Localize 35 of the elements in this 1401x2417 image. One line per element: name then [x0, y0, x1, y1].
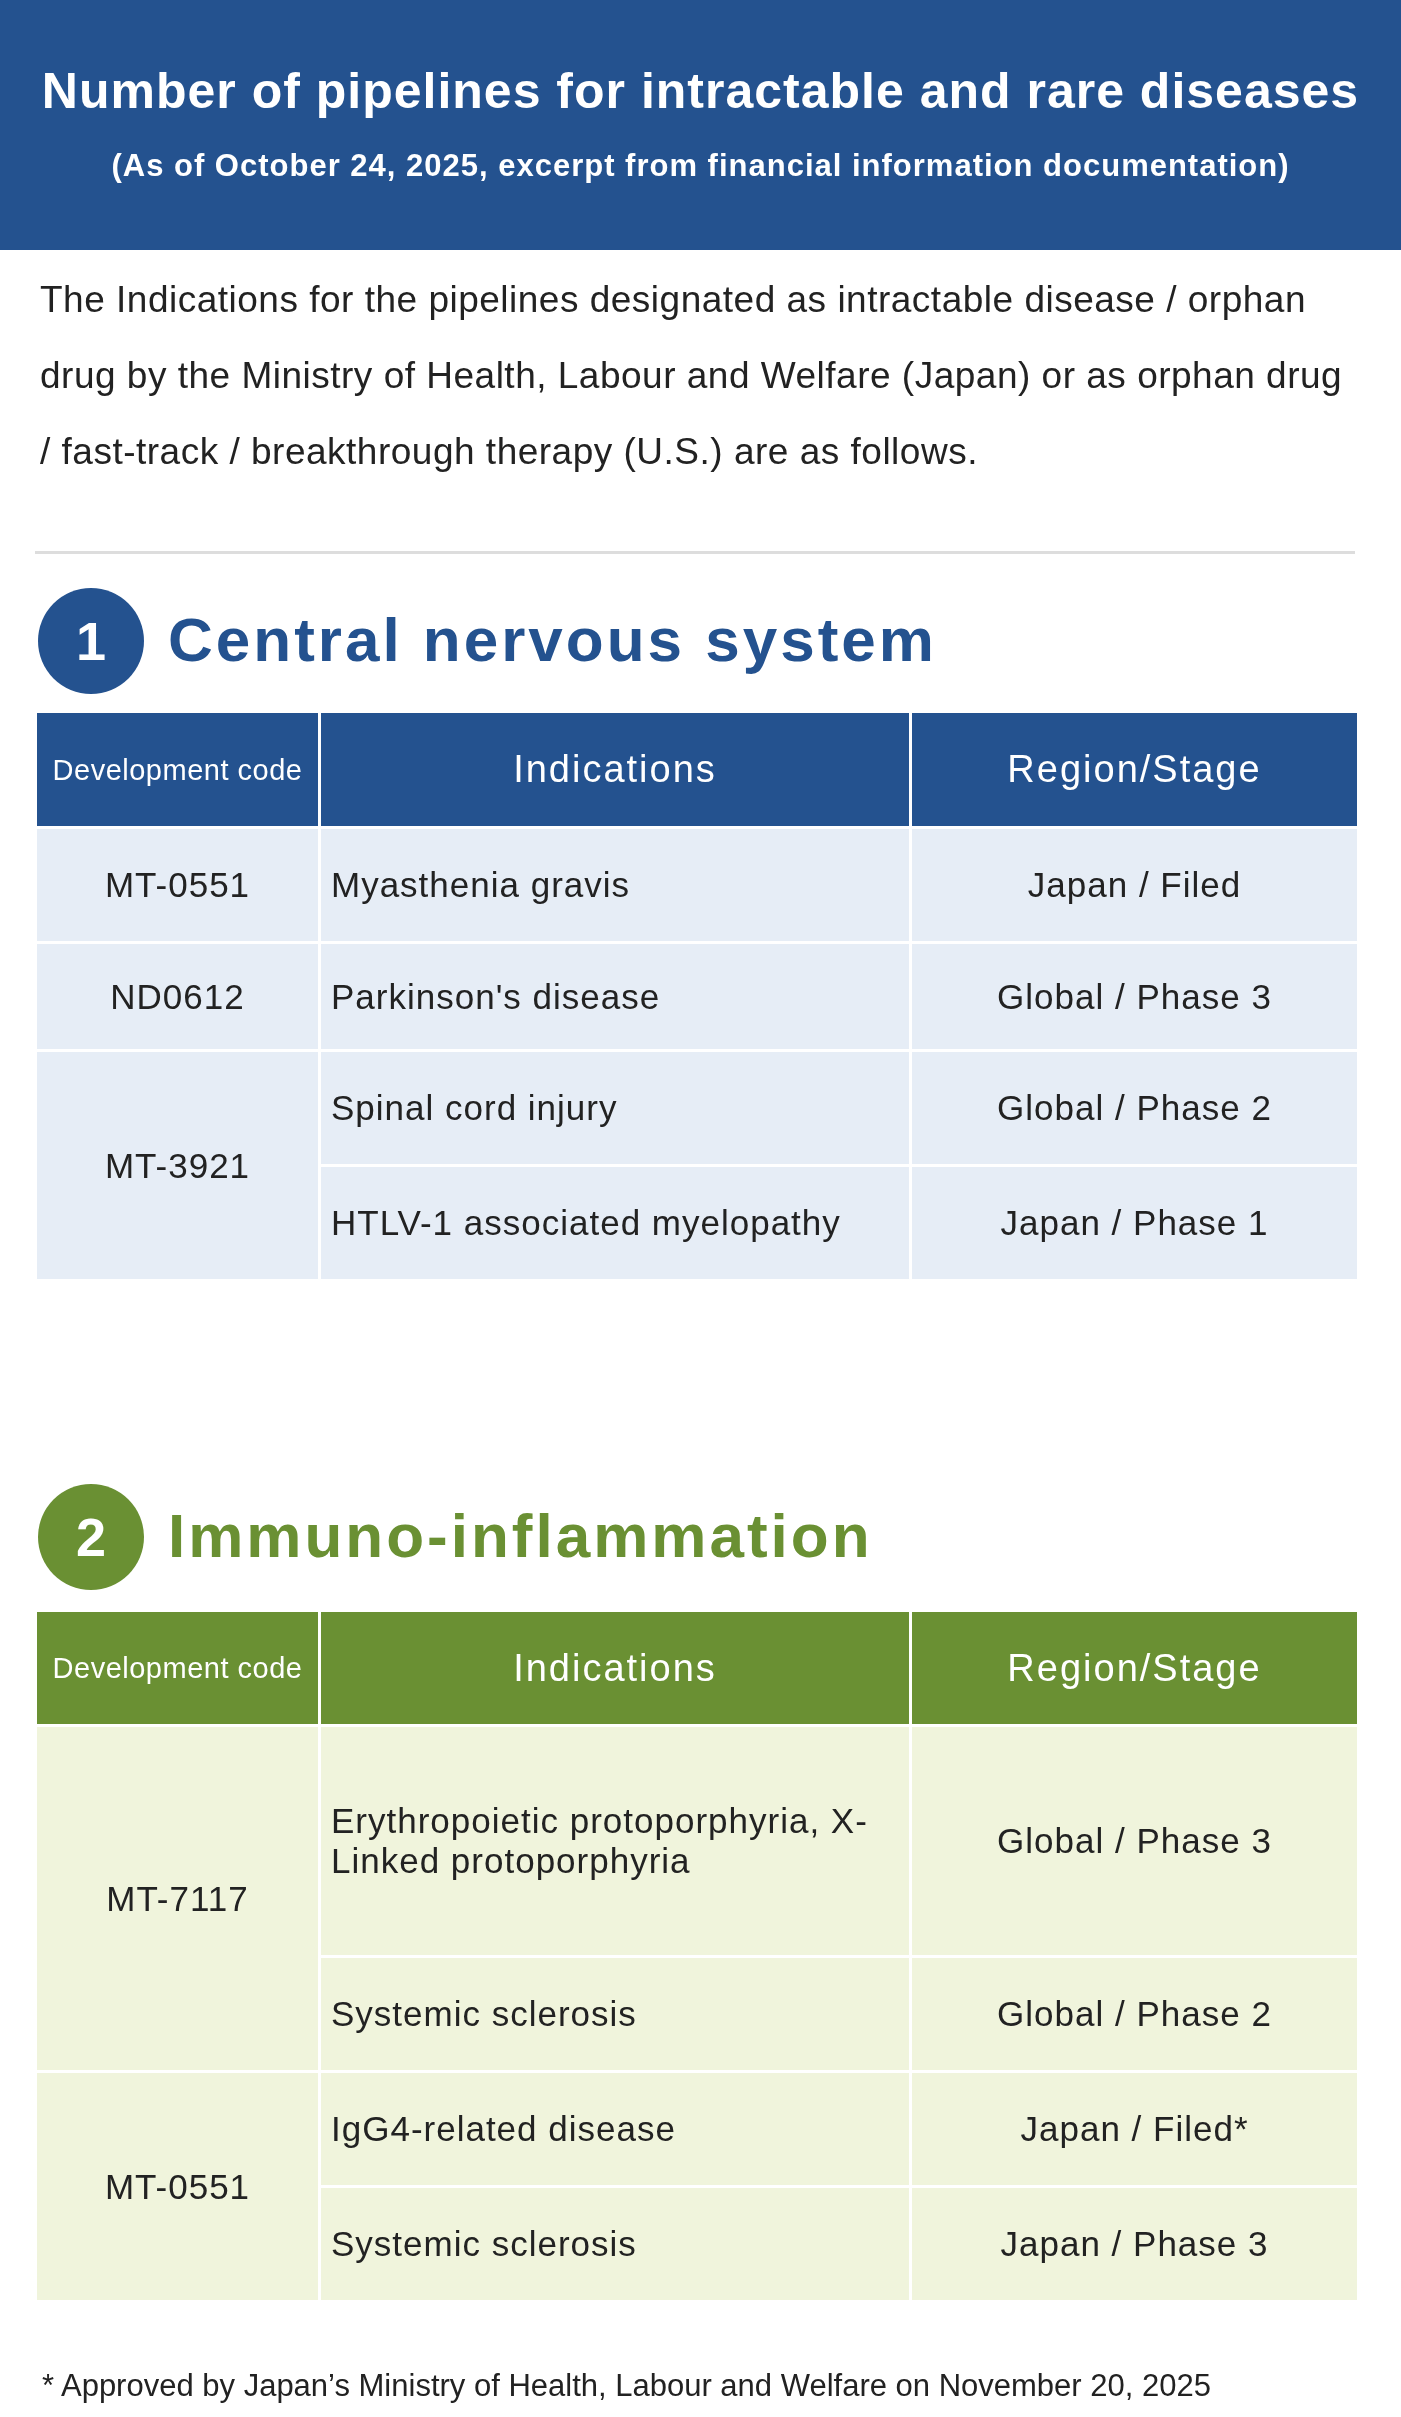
development-code: MT-0551 — [37, 2073, 318, 2300]
region-stage: Japan / Phase 1 — [912, 1167, 1357, 1279]
title: Number of pipelines for intractable and rare diseases — [40, 62, 1361, 120]
indication: Erythropoietic protoporphyria, X-Linked protoporphyria — [321, 1727, 909, 1955]
region-stage: Global / Phase 3 — [912, 1727, 1357, 1955]
region-stage: Global / Phase 2 — [912, 1052, 1357, 1164]
column-header: Indications — [321, 713, 909, 826]
column-header: Region/Stage — [912, 1612, 1357, 1724]
region-stage: Japan / Filed* — [912, 2073, 1357, 2185]
column-header: Region/Stage — [912, 713, 1357, 826]
subtitle: (As of October 24, 2025, excerpt from financial information documentation) — [110, 148, 1291, 184]
indication: IgG4-related disease — [321, 2073, 909, 2185]
indication: Systemic sclerosis — [321, 2188, 909, 2300]
section-heading: Immuno-inflammation — [168, 1500, 873, 1571]
indication: Myasthenia gravis — [321, 829, 909, 941]
indication: Spinal cord injury — [321, 1052, 909, 1164]
column-header: Development code — [37, 713, 318, 826]
column-header: Indications — [321, 1612, 909, 1724]
development-code: ND0612 — [37, 944, 318, 1049]
section-number-badge: 2 — [38, 1484, 144, 1590]
region-stage: Global / Phase 2 — [912, 1958, 1357, 2070]
column-header: Development code — [37, 1612, 318, 1724]
indication: Parkinson's disease — [321, 944, 909, 1049]
indication: HTLV-1 associated myelopathy — [321, 1167, 909, 1279]
footnote: * Approved by Japan’s Ministry of Health, Labour and Welfare on November 20, 2025 — [42, 2368, 1211, 2404]
intro-paragraph: The Indications for the pipelines designated as intractable disease / orphan drug by the Ministry of Health, Labour and Welfare (Japan) or as orphan drug / fast-track / breakthrough therapy (U.S.) are as follows. — [40, 278, 1344, 474]
region-stage: Japan / Phase 3 — [912, 2188, 1357, 2300]
development-code: MT-3921 — [37, 1052, 318, 1279]
region-stage: Global / Phase 3 — [912, 944, 1357, 1049]
region-stage: Japan / Filed — [912, 829, 1357, 941]
development-code: MT-0551 — [37, 829, 318, 941]
section-heading: Central nervous system — [168, 604, 937, 675]
development-code: MT-7117 — [37, 1727, 318, 2070]
indication: Systemic sclerosis — [321, 1958, 909, 2070]
section-number-badge: 1 — [38, 588, 144, 694]
